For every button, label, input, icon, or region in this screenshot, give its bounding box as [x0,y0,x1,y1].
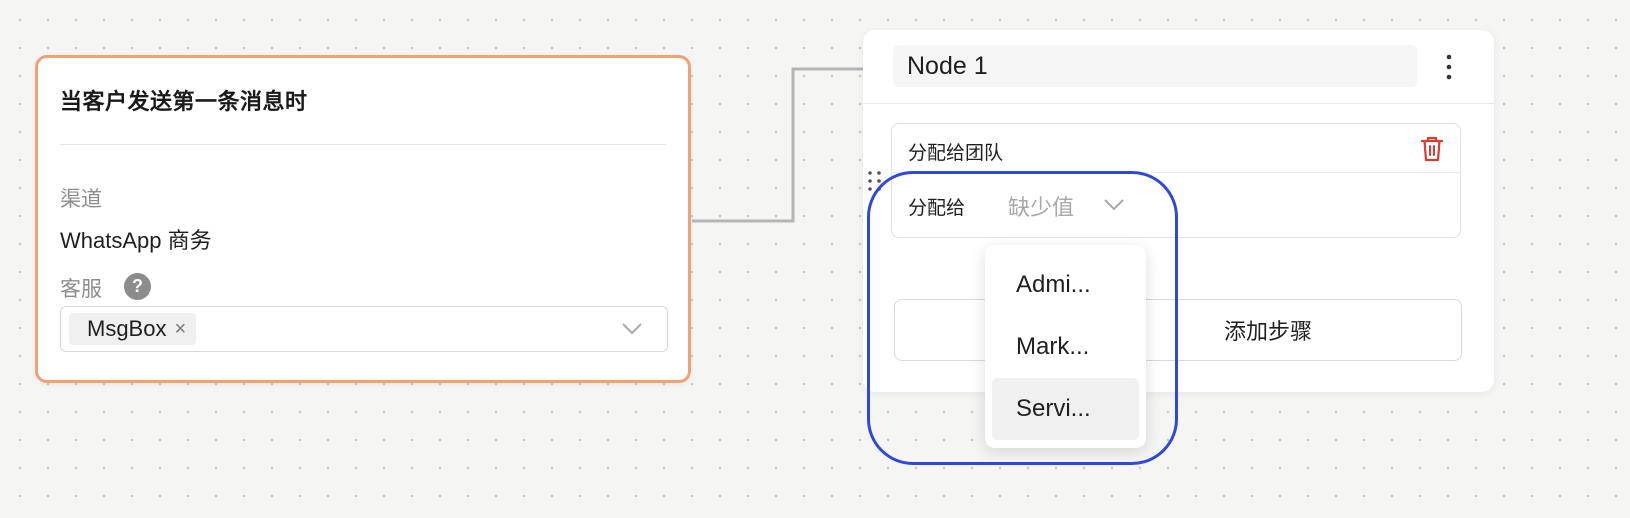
step-title: 分配给团队 [908,143,1004,164]
agent-tag-label: MsgBox [87,316,167,341]
chevron-down-icon[interactable] [621,322,643,336]
trigger-node[interactable]: 当客户发送第一条消息时 渠道 WhatsApp 商务 客服 ? MsgBox × [35,55,691,383]
agent-label: 客服 [60,278,102,301]
channel-value: WhatsApp 商务 [60,228,212,253]
add-step-button[interactable]: 添加步骤 [894,299,1462,361]
chevron-down-icon[interactable] [1103,198,1125,212]
vertical-ellipsis-icon[interactable] [1439,52,1459,82]
assign-to-label: 分配给 [908,198,966,219]
action-node[interactable]: Node 1 分配给团队 分配给 缺少值 添加步骤 [863,30,1494,392]
channel-label: 渠道 [60,188,102,211]
agent-select[interactable]: MsgBox × [60,306,668,352]
question-circle-icon[interactable]: ? [124,273,151,300]
agent-tag: MsgBox × [69,313,197,345]
trash-icon[interactable] [1419,135,1445,163]
tag-close-icon[interactable]: × [174,318,187,340]
step-card-assign-team[interactable]: 分配给团队 分配给 缺少值 [891,123,1461,238]
team-dropdown-menu: Admi... Mark... Servi... [985,245,1146,448]
drag-handle-icon[interactable] [866,169,884,193]
assign-to-select[interactable]: 缺少值 [1008,195,1075,220]
dropdown-option-highlighted[interactable]: Servi... [992,378,1139,440]
step-divider [892,172,1460,173]
trigger-title: 当客户发送第一条消息时 [60,89,308,114]
add-step-label: 添加步骤 [1223,319,1312,344]
node-name-input[interactable]: Node 1 [893,45,1417,87]
dropdown-option[interactable]: Mark... [1016,333,1090,360]
connector-line [692,67,880,223]
dropdown-option[interactable]: Admi... [1016,271,1091,298]
node-header-divider [863,103,1494,104]
trigger-divider [60,144,666,145]
